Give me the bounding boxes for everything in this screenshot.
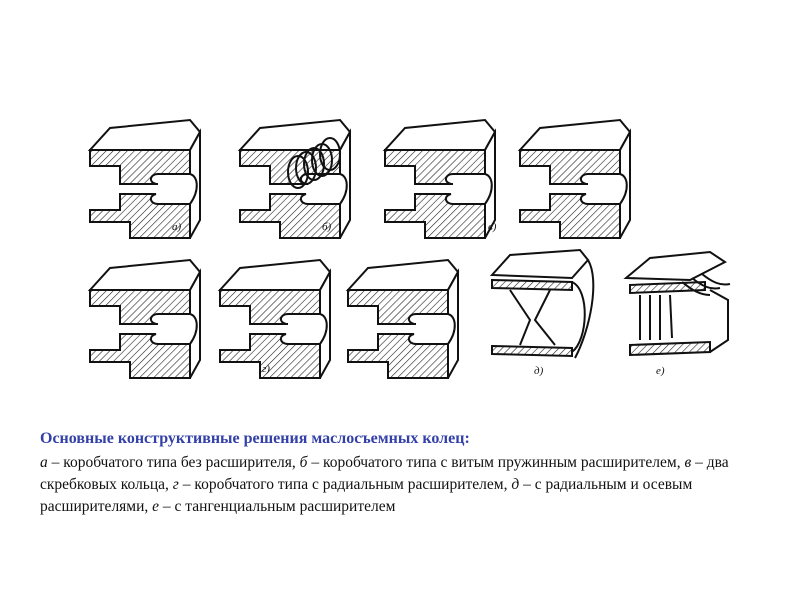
caption-text-v: – два скребковых кольца, — [40, 454, 729, 493]
caption-text-g: – коробчатого типа с радиальным расширит… — [178, 476, 512, 493]
caption-text-d: – с радиальным и осевым расширителями, — [40, 476, 693, 515]
caption-title: Основные конструктивные решения маслосъе… — [40, 430, 470, 447]
ring-b-drawing — [239, 119, 351, 239]
label-b: б) — [322, 221, 332, 233]
label-d: д) — [534, 365, 544, 377]
caption-text-e: – с тангенциальным расширителем — [159, 498, 396, 515]
caption-body: а – коробчатого типа без расширителя, б … — [40, 454, 729, 515]
caption-letter-b: б — [299, 454, 308, 471]
ring-g-drawing — [89, 259, 459, 379]
caption-letter-d: д — [511, 476, 520, 493]
label-g: г) — [262, 363, 270, 375]
caption-letter-e: е — [152, 498, 160, 515]
oil-ring-figure: а) б) в) г) д) — [60, 90, 760, 390]
caption-text-a: – коробчатого типа без расширителя, — [47, 454, 300, 471]
ring-e-drawing — [623, 250, 731, 357]
caption-letter-v: в — [684, 454, 692, 471]
ring-a-drawing — [89, 119, 201, 239]
caption-letter-g: г — [172, 476, 179, 493]
label-v: в) — [488, 221, 497, 233]
ring-v-drawing — [384, 119, 631, 239]
label-e: е) — [656, 365, 665, 377]
ring-d-drawing — [489, 248, 595, 359]
caption-text-b: – коробчатого типа с витым пружинным рас… — [307, 454, 685, 471]
label-a: а) — [172, 221, 182, 233]
caption-letter-a: а — [40, 454, 48, 471]
figure-caption: Основные конструктивные решения маслосъе… — [40, 428, 770, 518]
